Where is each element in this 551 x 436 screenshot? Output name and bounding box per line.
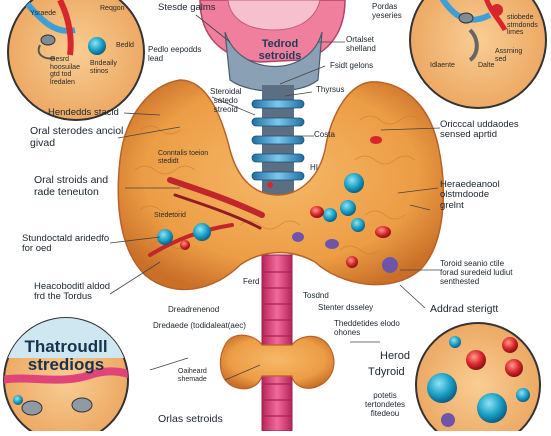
magnifier-inset-icon <box>3 317 129 436</box>
thyroid-gland-icon <box>117 79 445 291</box>
larynx-icon <box>199 0 346 92</box>
trachea-upper-icon <box>251 85 305 195</box>
conntalis-label: Conntalis toeion stedidt <box>158 150 209 165</box>
inset-tl-label-2: Reqgon <box>100 5 125 12</box>
addrad-label: Addrad sterigtt <box>430 303 499 315</box>
oaiheard-label: Oaiheard shemade <box>178 368 207 383</box>
inset-tr-label-2: stiobede strndonds limes <box>507 14 538 37</box>
inset-tr-label-3: Assrning sed <box>495 48 523 63</box>
magnifier-inset-icon <box>409 0 547 109</box>
costa-label: Costa <box>314 130 335 139</box>
dredaede-label: Dredaede (todidaleat(aec) <box>153 321 246 330</box>
herod-label: Herod <box>380 350 410 362</box>
inset-tr-label-4: Idlaente <box>430 62 455 69</box>
tedrod-setroids-label: Tedrod setroids <box>258 38 302 63</box>
tdyroid-label: Tdyroid <box>368 366 405 378</box>
hendedds-label: Hendedds stacid <box>48 107 119 118</box>
inset-tl-label-4: Gesrd hoosuilae gtd tod lredalen <box>50 56 80 87</box>
magnifier-inset-icon <box>415 322 541 436</box>
stenter-label: Stenter dsseley <box>318 303 374 312</box>
stesde-galms-label: Stesde galms <box>158 2 216 13</box>
pedlo-label: Pedlo eepodds lead <box>148 45 202 63</box>
inset-tl-label-3: Bedld <box>116 42 134 49</box>
orlas-setroids-label: Orlas setroids <box>158 413 223 425</box>
inset-tl-label-1: Ysraede <box>30 10 57 17</box>
ferd-label: Ferd <box>243 277 260 286</box>
thyrsus-label: Thyrsus <box>316 85 345 94</box>
cell-icon <box>157 136 398 273</box>
heacoboditl-label: Heacoboditl aldod frd the Tordus <box>34 281 111 303</box>
toroid-label: Toroid seanio ctile forad suredeid ludiu… <box>440 259 513 286</box>
parathyroid-icon <box>219 334 335 390</box>
dreadrenenod-label: Dreadrenenod <box>168 305 220 314</box>
fsidt-gelons-label: Fsidt gelons <box>330 61 374 70</box>
heraedeanool-label: Heraedeanool olstmdoode grelnt <box>440 179 500 211</box>
steroidal-label: Steroidal satedo streoid <box>210 87 242 114</box>
oral-stroids-label: Oral stroids and rade teneuton <box>34 174 109 198</box>
inset-tl-label-5: Bndeaily stinos <box>90 60 117 75</box>
inset-tr-label-1: Pordas yeseries <box>372 2 402 20</box>
tosdnd-label: Tosdnd <box>303 291 329 300</box>
blood-vessel-icon <box>148 177 265 257</box>
theddetides-label: Theddetides elodo ohones <box>334 319 400 337</box>
oral-sterodes-label: Oral sterodes anciol givad <box>30 125 124 149</box>
inset-tr-label-5: Dalte <box>478 62 495 69</box>
leader-lines <box>109 14 441 381</box>
oricccal-label: Oricccal uddaodes sensed aprtid <box>440 119 519 141</box>
stedetorid-label: Stedetorid <box>154 212 186 219</box>
inset-bl-title: Thatroudll strediogs <box>24 337 108 374</box>
potetis-label: potetis tertondetes fitedeou <box>364 391 406 418</box>
trachea-lower-icon <box>261 254 293 432</box>
stundoctald-label: Stundoctald aridedfo for oed <box>22 233 110 255</box>
hi-label: HI <box>310 163 318 172</box>
ortalset-label: Ortalset shelland <box>346 35 376 53</box>
